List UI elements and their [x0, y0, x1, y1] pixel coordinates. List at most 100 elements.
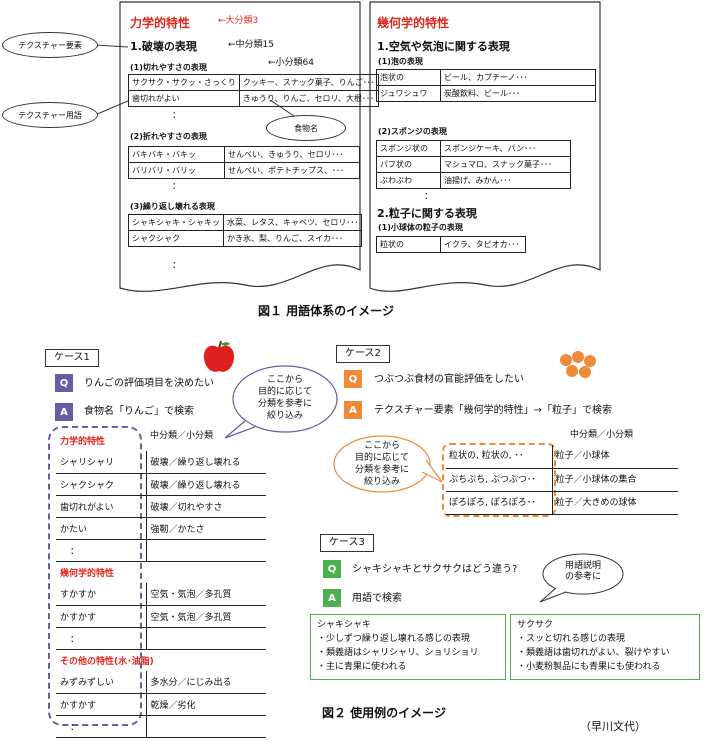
box-line: ・類義語は歯切れがよい、裂けやすい — [517, 648, 670, 658]
box-line: ・少しずつ繰り返し壊れる感じの表現 — [317, 634, 470, 644]
term-cell: ぷちぷち, ぷつぷつ･･ — [446, 467, 553, 492]
term-cell: シャキシャキ・シャキッ — [128, 214, 224, 231]
fig1-right-dots: ： — [424, 192, 434, 202]
fig1-right-group1-title: (1)泡の表現 — [378, 57, 423, 66]
fig1-left-dots2: ： — [172, 182, 182, 192]
box-line: ・主に青果に使われる — [317, 662, 407, 672]
class-cell: 空気・気泡／多孔質 — [146, 583, 266, 606]
term-cell: かすかす — [56, 693, 147, 716]
class-cell: 空気・気泡／多孔質 — [146, 605, 266, 628]
case1-a-text: 食物名「りんご」で検索 — [84, 406, 194, 417]
box-line: ・類義語はシャリシャリ、ショリショリ — [317, 648, 479, 658]
case1-a-badge: A — [55, 403, 73, 421]
case3-bubble-text: 用語説明 の参考に — [564, 561, 601, 582]
fig1-right-middle-title2: 2.粒子に関する表現 — [377, 207, 477, 220]
case2-table: 粒状の, 粒状の, ･･粒子／小球体 ぷちぷち, ぷつぷつ･･粒子／小球体の集合… — [446, 445, 678, 515]
class-cell: 破壊／繰り返し壊れる — [146, 473, 266, 496]
fig1-note-middle: ←中分類15 — [228, 40, 274, 50]
section-title: その他の特性(水･油脂) — [60, 656, 154, 667]
food-cell: せんべい、ポテトチップス、･･･ — [224, 162, 360, 179]
class-cell: 粒子／小球体の集合 — [551, 467, 678, 492]
class-cell: 粒子／大きめの球体 — [551, 490, 678, 515]
case2-bubble-shape — [333, 435, 443, 493]
box-line: ・スッと切れる感じの表現 — [517, 634, 626, 644]
box-line: ・小麦粉製品にも青果にも使われる — [517, 662, 661, 672]
case1-bubble-shape — [224, 365, 338, 439]
fig1-left-group1-title: (1)切れやすさの表現 — [130, 63, 207, 72]
class-cell: 破壊／繰り返し壊れる — [146, 451, 266, 474]
case3-label: ケース3 — [320, 534, 374, 552]
term-cell: ぶわぶわ — [376, 172, 441, 189]
term-cell: ぽろぽろ, ぽろぽろ･･ — [446, 490, 553, 515]
callout-food-name: 食物名 — [266, 115, 346, 141]
apple-icon — [203, 340, 235, 372]
term-cell: かたい — [56, 517, 147, 540]
class-cell: 乾燥／劣化 — [146, 693, 266, 716]
class-cell — [146, 539, 266, 562]
fig1-left-major-title: 力学的特性 — [130, 16, 191, 30]
food-cell: きゅうり、りんご、セロリ、大根･･･ — [238, 90, 379, 107]
case1-table: 力学的特性 シャリシャリ破壊／繰り返し壊れる シャクシャク破壊／繰り返し壊れる … — [56, 429, 266, 738]
section-title: 力学的特性 — [60, 436, 106, 447]
term-cell: 泡状の — [376, 69, 441, 86]
fig1-note-minor: ←小分類64 — [268, 58, 314, 68]
fig1-caption: 図１ 用語体系のイメージ — [258, 304, 394, 318]
term-cell: ： — [56, 539, 147, 562]
fig1-left-middle-title: 1.破壊の表現 — [130, 40, 197, 53]
case3-box-sakusaku: サクサク ・スッと切れる感じの表現 ・類義語は歯切れがよい、裂けやすい ・小麦粉… — [510, 614, 700, 680]
class-cell: 破壊／切れやすさ — [146, 495, 266, 518]
term-cell: シャクシャク — [56, 473, 147, 496]
callout-texture-element: テクスチャー要素 — [2, 32, 98, 58]
food-cell: スポンジケーキ、パン･･･ — [440, 140, 571, 157]
grains-icon — [560, 351, 596, 378]
fig1-right-group3-table: 粒状のイクラ、タピオカ･･･ — [376, 236, 526, 253]
food-cell: マシュマロ、スナック菓子･･･ — [440, 156, 571, 173]
fig1-left-group2-table: バキバキ・バキッせんべい、きゅうり、セロリ･･･ バリバリ・バリッせんべい、ポテ… — [128, 146, 360, 179]
food-cell: かき氷、梨、りんご、スイカ･･･ — [222, 230, 363, 247]
fig1-left-group3-table: シャキシャキ・シャキッ水菜、レタス、キャベツ、セロリ･･･ シャクシャクかき氷、… — [128, 214, 363, 247]
term-cell: かすかす — [56, 605, 147, 628]
food-cell: 油揚げ、みかん･･･ — [440, 172, 571, 189]
case1-q-text: りんごの評価項目を決めたい — [84, 378, 214, 389]
section-title: 幾何学的特性 — [60, 568, 115, 579]
term-cell: パフ状の — [376, 156, 441, 173]
case1-q-badge: Q — [55, 374, 73, 392]
box-title: シャキシャキ — [317, 620, 372, 630]
case1-label: ケース1 — [45, 349, 99, 367]
fig1-left-dots3: ： — [172, 261, 182, 271]
case3-box-shakishaki: シャキシャキ ・少しずつ繰り返し壊れる感じの表現 ・類義語はシャリシャリ、ショリ… — [310, 614, 506, 680]
fig1-right-major-title: 幾何学的特性 — [377, 16, 450, 30]
case2-a-badge: A — [344, 401, 362, 419]
case2-q-badge: Q — [344, 370, 362, 388]
food-cell: クッキー、スナック菓子、りんご･･･ — [238, 74, 379, 91]
class-cell: 強靭／かたさ — [146, 517, 266, 540]
fig1-right-group2-title: (2)スポンジの表現 — [378, 127, 447, 136]
term-cell: ジュワシュワ — [376, 85, 441, 102]
term-cell: シャクシャク — [128, 230, 224, 247]
fig1-left-group3-title: (3)繰り返し壊れる表現 — [130, 202, 215, 211]
fig1-left-group1-table: サクサク・サクッ・さっくりクッキー、スナック菓子、りんご･･･ 歯切れがよいきゅ… — [128, 74, 379, 107]
case3-a-text: 用語で検索 — [352, 593, 402, 604]
fig1-right-group3-title: (1)小球体の粒子の表現 — [378, 223, 463, 232]
author: （早川文代） — [580, 720, 646, 733]
case2-bubble-text: ここから 目的に応じて 分類を参考に 絞り込み — [354, 441, 409, 487]
term-cell: 歯切れがよい — [128, 90, 240, 107]
term-cell: 歯切れがよい — [56, 495, 147, 518]
fig1-note-major: ←大分類3 — [218, 16, 259, 26]
case2-q-text: つぶつぶ食材の官能評価をしたい — [374, 374, 524, 385]
case3-q-badge: Q — [323, 560, 341, 578]
fig2-caption: 図２ 使用例のイメージ — [322, 706, 446, 720]
term-cell: スポンジ状の — [376, 140, 441, 157]
food-cell: せんべい、きゅうり、セロリ･･･ — [224, 146, 360, 163]
fig1-right-group2-table: スポンジ状のスポンジケーキ、パン･･･ パフ状のマシュマロ、スナック菓子･･･ … — [376, 140, 571, 189]
term-cell: 粒状の, 粒状の, ･･ — [446, 445, 553, 469]
callout-texture-term: テクスチャー用語 — [2, 102, 98, 128]
case1-col-header: 中分類／小分類 — [150, 431, 214, 441]
term-cell: シャリシャリ — [56, 451, 147, 474]
case2-label: ケース2 — [336, 345, 390, 363]
term-cell: 粒状の — [376, 236, 441, 253]
class-cell — [146, 627, 266, 650]
fig1-left-group2-title: (2)折れやすさの表現 — [130, 132, 207, 141]
term-cell: バリバリ・バリッ — [128, 162, 225, 179]
class-cell: 粒子／小球体 — [551, 445, 678, 469]
